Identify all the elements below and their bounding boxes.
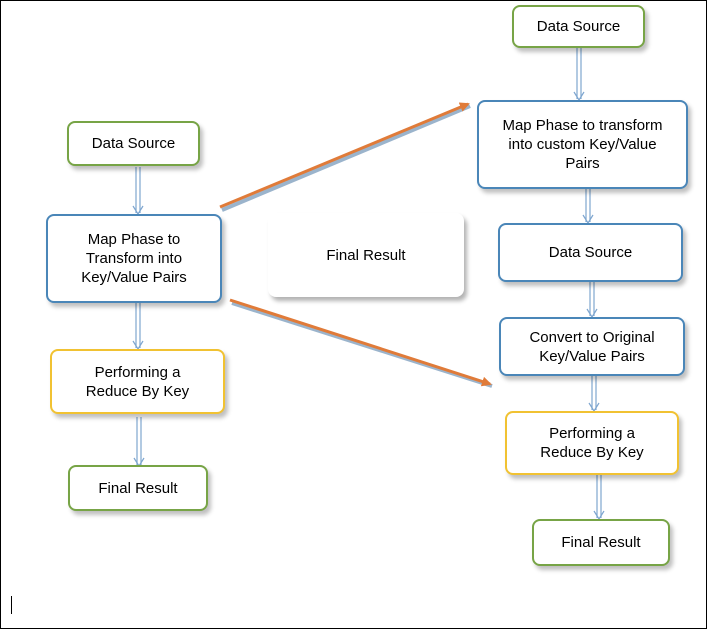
right-reduce-label: Performing a Reduce By Key bbox=[540, 425, 644, 461]
left-final-result-node: Final Result bbox=[68, 465, 208, 511]
arrow-left-source-to-map bbox=[132, 167, 144, 216]
right-convert-node: Convert to Original Key/Value Pairs bbox=[499, 317, 685, 376]
arrow-right-source-to-map bbox=[573, 47, 585, 102]
right-convert-label: Convert to Original Key/Value Pairs bbox=[529, 328, 655, 365]
left-reduce-node: Performing a Reduce By Key bbox=[50, 349, 225, 414]
left-map-phase-label: Map Phase to Transform into Key/Value Pa… bbox=[81, 231, 187, 286]
arrow-left-map-to-right-map bbox=[219, 102, 471, 212]
middle-final-result-label: Final Result bbox=[326, 246, 406, 264]
right-final-result-label: Final Result bbox=[561, 534, 641, 551]
arrow-left-map-to-reduce bbox=[132, 303, 144, 351]
arrow-right-source-to-convert bbox=[586, 282, 598, 319]
right-final-result-node: Final Result bbox=[532, 519, 670, 566]
right-data-source-top-label: Data Source bbox=[536, 18, 621, 35]
right-map-phase-label: Map Phase to transform into custom Key/V… bbox=[502, 117, 663, 172]
right-data-source-mid-node: Data Source bbox=[498, 223, 683, 282]
left-data-source-node: Data Source bbox=[67, 121, 200, 166]
middle-final-result-node: Final Result bbox=[268, 213, 464, 297]
left-reduce-label: Performing a Reduce By Key bbox=[85, 363, 190, 400]
arrow-left-reduce-to-final bbox=[133, 417, 145, 468]
right-data-source-mid-label: Data Source bbox=[548, 244, 633, 261]
arrow-left-map-to-right-reduce bbox=[229, 298, 493, 388]
left-final-result-label: Final Result bbox=[98, 479, 178, 497]
left-map-phase-node: Map Phase to Transform into Key/Value Pa… bbox=[46, 214, 222, 303]
arrow-right-convert-to-reduce bbox=[588, 375, 600, 413]
right-reduce-node: Performing a Reduce By Key bbox=[505, 411, 679, 475]
right-map-phase-node: Map Phase to transform into custom Key/V… bbox=[477, 100, 688, 189]
arrow-right-map-to-source bbox=[582, 189, 594, 225]
arrow-right-reduce-to-final bbox=[593, 475, 605, 521]
text-cursor bbox=[11, 596, 12, 614]
left-data-source-label: Data Source bbox=[91, 135, 176, 152]
right-data-source-top-node: Data Source bbox=[512, 5, 645, 48]
